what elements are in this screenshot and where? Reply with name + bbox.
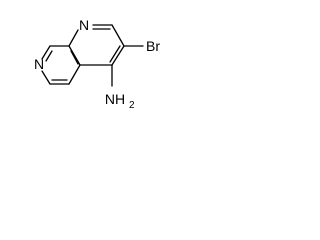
bond-c4a-c5	[68, 64, 81, 85]
bond-c8a-c4a	[68, 45, 81, 66]
bond-n7-c8-inner	[45, 50, 53, 62]
bond-c4a-c4a-inner	[70, 50, 79, 65]
bond-n7-c8	[41, 45, 51, 60]
atom-label-n1: N	[79, 17, 89, 33]
bond-c2-c3	[111, 24, 125, 47]
atom-label-amine: NH	[105, 91, 125, 107]
atom-label-n7: N	[34, 56, 44, 72]
bond-c8a-n1	[68, 29, 79, 47]
bond-c6-n7	[41, 70, 51, 85]
atom-label-amine-subscript: 2	[129, 100, 135, 111]
bond-c3-c4	[111, 45, 125, 66]
chemical-structure-diagram: N N Br NH 2	[34, 17, 160, 111]
bond-c3-c4-inner	[109, 45, 121, 63]
atom-label-br: Br	[146, 38, 160, 54]
